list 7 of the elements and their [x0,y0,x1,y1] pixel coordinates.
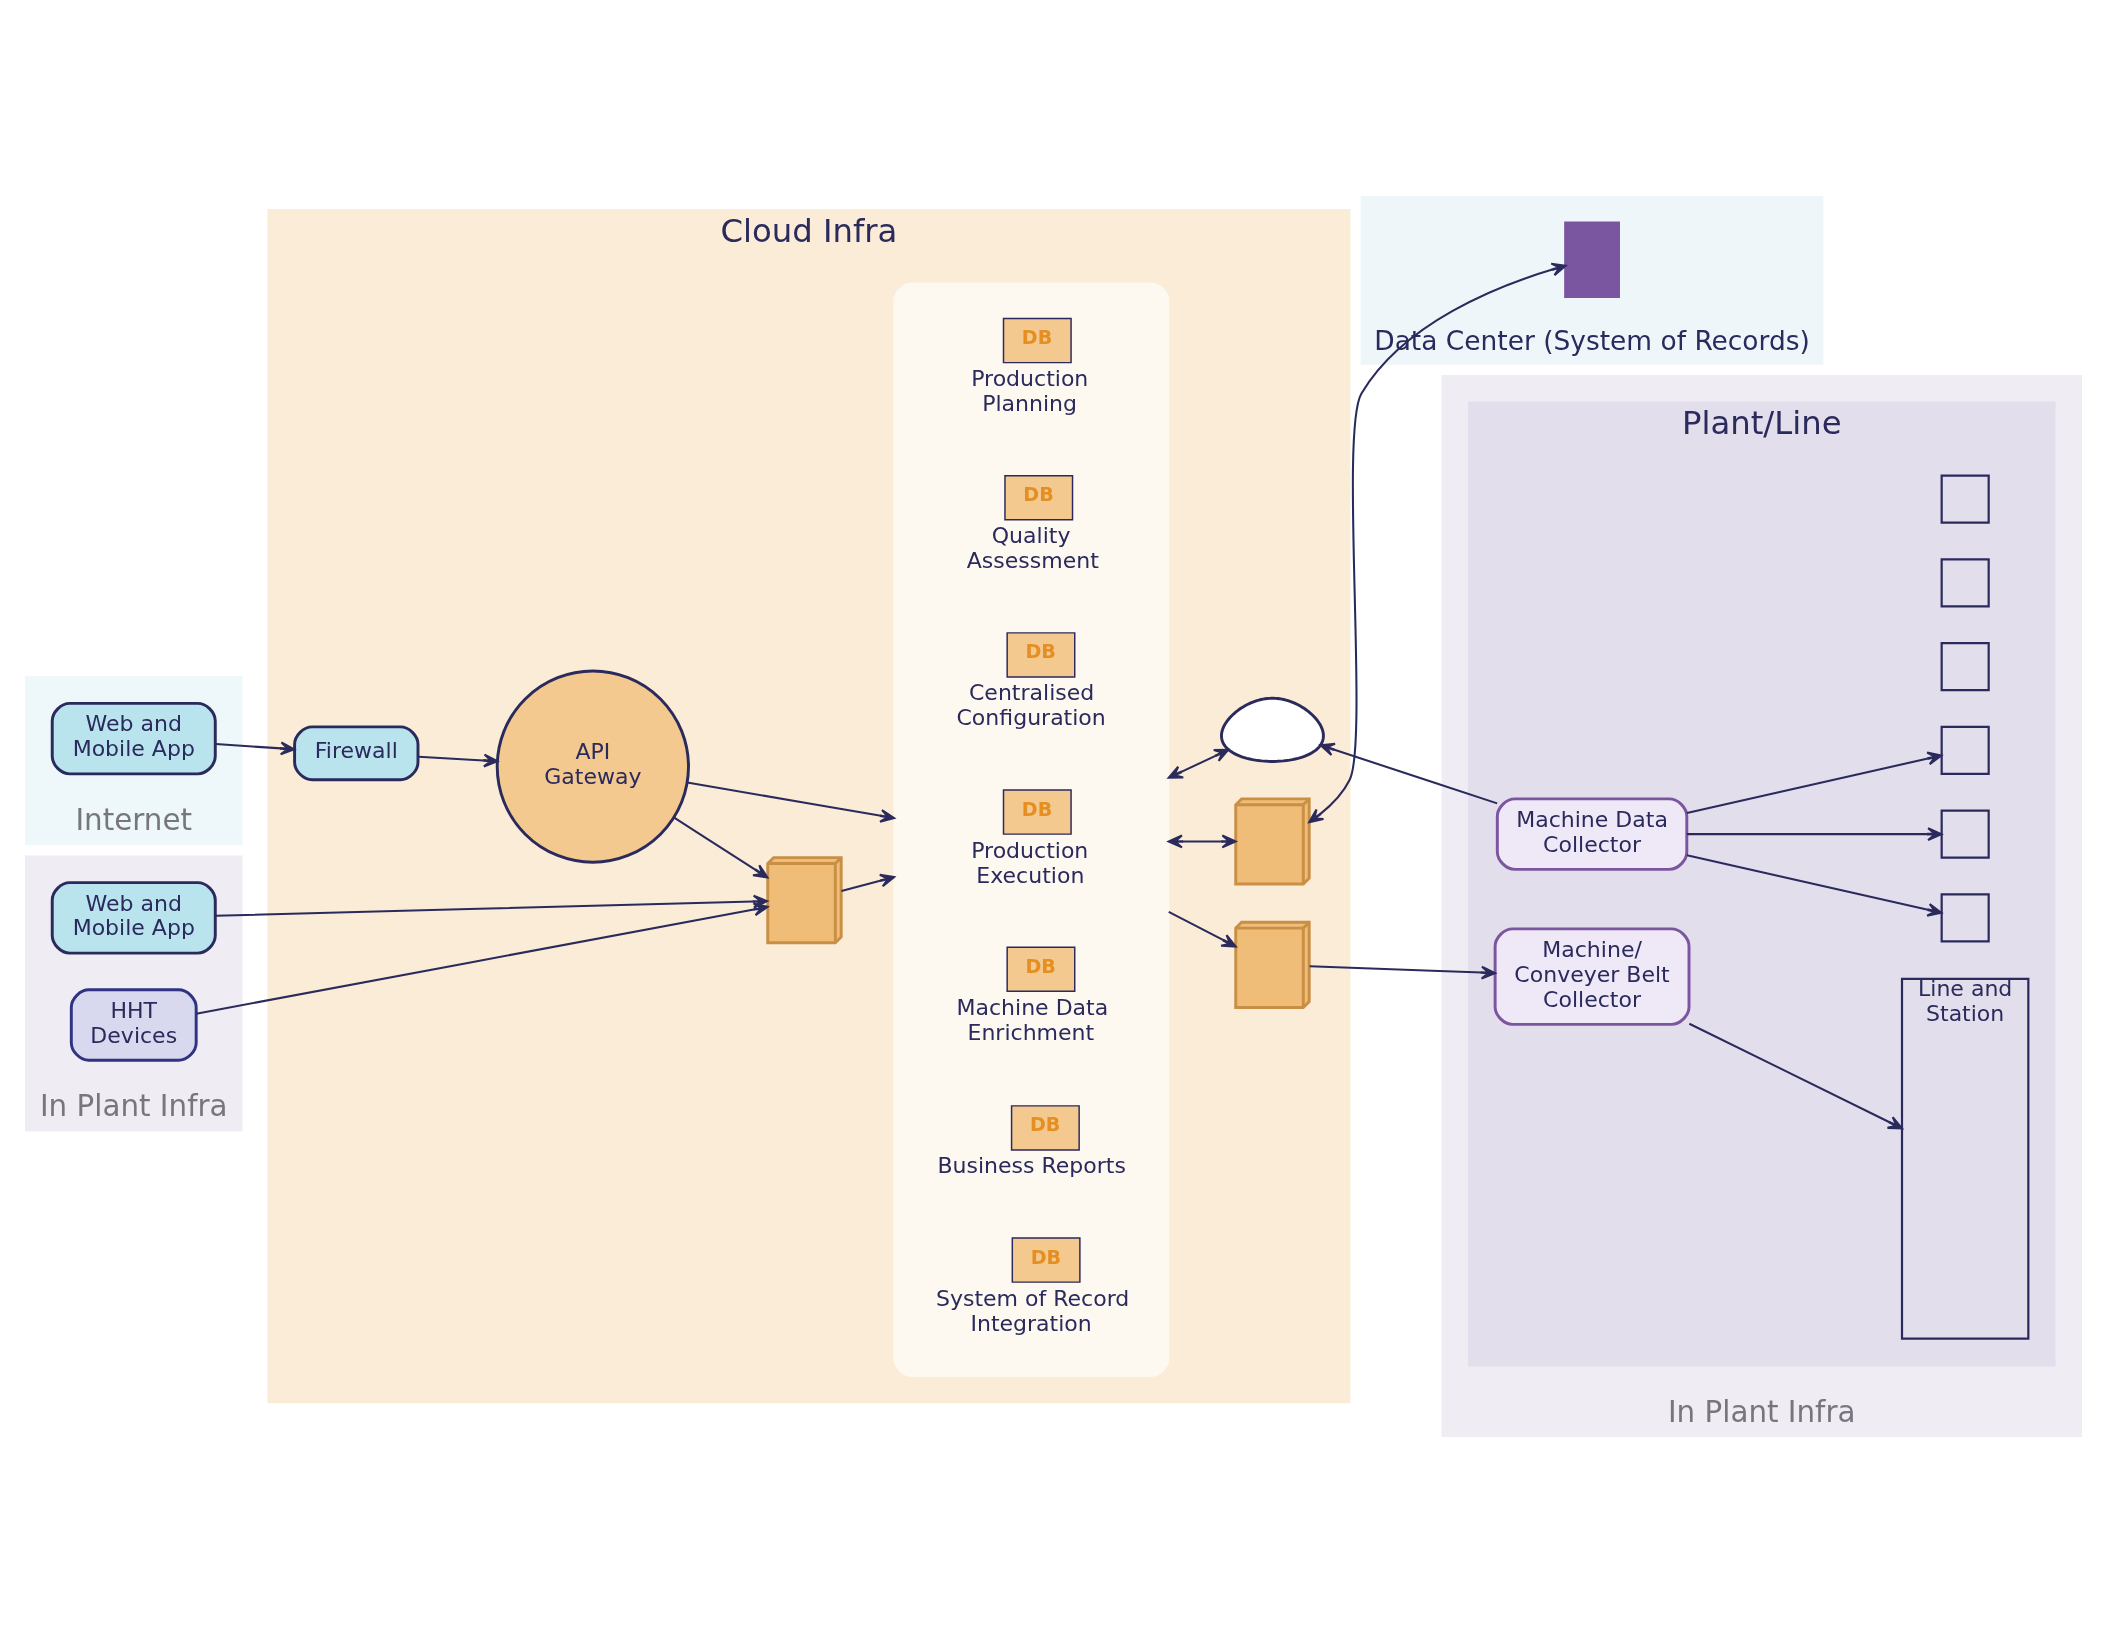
node-label: System of Record Integration [935,1285,1130,1336]
node-label: Business Reports [937,1153,1126,1179]
node-label: Quality Assessment [966,523,1099,574]
node-label: Production Planning [971,366,1089,417]
node-label: Production Execution [971,837,1089,888]
node-label: Machine Data Enrichment [956,994,1109,1045]
node-label: Centralised Configuration [956,680,1106,731]
